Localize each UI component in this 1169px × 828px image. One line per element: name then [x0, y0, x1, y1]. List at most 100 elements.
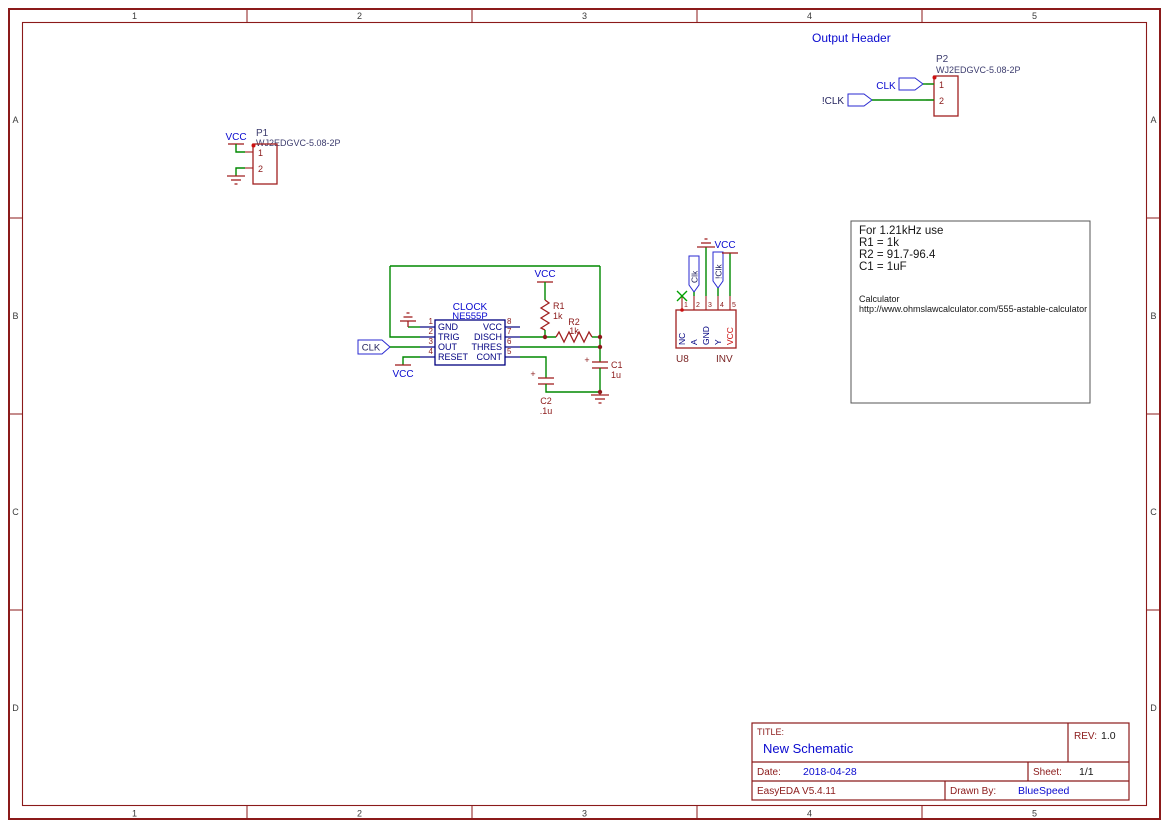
wire[interactable]: [235, 144, 245, 153]
timer-part[interactable]: NE555P: [452, 311, 487, 322]
sheet-value[interactable]: 1/1: [1079, 766, 1094, 778]
note-line[interactable]: R2 = 91.7-96.4: [859, 249, 936, 261]
frame-col-label: 2: [357, 11, 362, 21]
ground-symbol[interactable]: [400, 312, 416, 327]
vcc-label[interactable]: VCC: [392, 369, 413, 380]
wire[interactable]: [235, 167, 245, 176]
frame-col-label: 4: [807, 809, 812, 819]
connector-p1[interactable]: P1 WJ2EDGVC-5.08-2P 1 2: [245, 128, 341, 185]
net-label-clk[interactable]: CLK: [876, 81, 896, 92]
vcc-flag-timer[interactable]: VCC: [534, 269, 556, 283]
ground-symbol[interactable]: [697, 238, 715, 248]
ic-body: [434, 319, 506, 366]
vcc-flag-p1[interactable]: VCC: [225, 132, 247, 145]
pin-name: VCC: [725, 327, 735, 345]
sheet-frame: 1 2 3 4 5 1 2 3 4 5 A B C D A B C D: [8, 8, 1161, 820]
junction-dot: [542, 334, 548, 340]
vcc-label[interactable]: VCC: [534, 269, 555, 280]
note-calculator-url[interactable]: http://www.ohmslawcalculator.com/555-ast…: [859, 304, 1087, 314]
c2-value[interactable]: .1u: [540, 406, 553, 416]
output-header-label[interactable]: Output Header: [812, 31, 891, 45]
r2-value[interactable]: 1k: [569, 326, 579, 336]
pin-number: 5: [507, 347, 512, 356]
connector-p2[interactable]: P2 WJ2EDGVC-5.08-2P 1 2: [926, 54, 1021, 117]
note-line[interactable]: R1 = 1k: [859, 237, 899, 249]
pin-name: GND: [701, 326, 711, 345]
title-label: TITLE:: [757, 727, 784, 737]
inverter-ref[interactable]: U8: [676, 354, 689, 365]
net-label-nclk[interactable]: !Clk: [714, 264, 724, 279]
resistor-r1[interactable]: R1 1k: [539, 299, 565, 331]
capacitor-c1[interactable]: + C1 1u: [584, 355, 622, 380]
net-label-clk[interactable]: CLK: [362, 343, 381, 354]
pin-number: 7: [507, 327, 512, 336]
wire[interactable]: [389, 266, 420, 338]
p2-ref[interactable]: P2: [936, 54, 949, 65]
net-flag-shape[interactable]: [847, 93, 873, 107]
pin-name: DISCH: [474, 332, 502, 342]
note-calculator-label[interactable]: Calculator: [859, 294, 900, 304]
date-value[interactable]: 2018-04-28: [803, 766, 857, 778]
r1-value[interactable]: 1k: [553, 311, 563, 321]
frame-row-label: A: [12, 115, 18, 125]
title-block: TITLE: New Schematic REV: 1.0 Date: 2018…: [751, 722, 1130, 801]
frame-col-label: 5: [1032, 809, 1037, 819]
note-border: [850, 220, 1091, 404]
p1-body: [252, 143, 278, 185]
p2-pin2-number: 2: [939, 96, 944, 106]
timer-ic-ne555p[interactable]: CLOCK NE555P 1 2 3 4 GND TRIG OUT RESET …: [420, 302, 520, 366]
net-flag-shape[interactable]: [898, 77, 924, 91]
inverter-ic-u8[interactable]: 1 2 3 4 5 NC A GND Y VCC U8 INV: [675, 296, 737, 365]
resistor-r2[interactable]: R2 1k: [555, 317, 593, 344]
vcc-label[interactable]: VCC: [225, 132, 246, 143]
p1-ref[interactable]: P1: [256, 128, 269, 139]
ground-symbol[interactable]: [227, 175, 245, 185]
vcc-flag-inverter[interactable]: VCC: [714, 240, 738, 254]
p2-part[interactable]: WJ2EDGVC-5.08-2P: [936, 65, 1021, 75]
wire[interactable]: [520, 356, 547, 378]
p2-body: [933, 75, 959, 117]
c1-ref[interactable]: C1: [611, 360, 623, 370]
pin-name: CONT: [477, 352, 503, 362]
pin-number: 5: [732, 302, 736, 309]
drawn-by-value[interactable]: BlueSpeed: [1018, 785, 1070, 797]
r1-ref[interactable]: R1: [553, 301, 565, 311]
wire[interactable]: [545, 384, 600, 393]
p1-part[interactable]: WJ2EDGVC-5.08-2P: [256, 138, 341, 148]
net-flag-shape: [357, 339, 391, 355]
schematic-title[interactable]: New Schematic: [763, 741, 854, 756]
pin-name: NC: [677, 333, 687, 345]
note-line[interactable]: For 1.21kHz use: [859, 225, 943, 237]
net-flag-clk-inverter[interactable]: Clk: [688, 255, 700, 293]
pin-number: 6: [507, 337, 512, 346]
c1-value[interactable]: 1u: [611, 370, 621, 380]
net-label-clk[interactable]: Clk: [690, 270, 700, 283]
net-flag-nclk-inverter[interactable]: !Clk: [712, 251, 724, 289]
wire[interactable]: [402, 356, 420, 365]
c2-ref[interactable]: C2: [540, 396, 552, 406]
net-flag-clk-timer[interactable]: CLK: [357, 339, 391, 355]
origin-dot: [932, 75, 937, 80]
timer-name[interactable]: CLOCK: [453, 302, 488, 313]
note-line[interactable]: C1 = 1uF: [859, 261, 907, 273]
inverter-part[interactable]: INV: [716, 354, 733, 365]
net-flag-shape: [712, 251, 724, 289]
net-flag-clk-p2[interactable]: CLK: [876, 77, 924, 92]
pin-name: OUT: [438, 342, 458, 352]
net-label-nclk[interactable]: !CLK: [822, 96, 845, 107]
note-box[interactable]: For 1.21kHz use R1 = 1k R2 = 91.7-96.4 C…: [850, 220, 1091, 404]
frame-row-label: B: [12, 311, 18, 321]
frame-row-label: C: [12, 507, 19, 517]
origin-dot: [251, 143, 256, 148]
vcc-flag-reset[interactable]: VCC: [392, 364, 414, 380]
frame-col-label: 3: [582, 11, 587, 21]
rev-label: REV:: [1074, 731, 1097, 742]
r2-ref[interactable]: R2: [568, 317, 580, 327]
net-flag-nclk-p2[interactable]: !CLK: [822, 93, 873, 107]
ground-symbol[interactable]: [591, 392, 609, 404]
vcc-label[interactable]: VCC: [714, 240, 735, 251]
pin-number: 2: [696, 302, 700, 309]
resistor-symbol: [555, 330, 593, 344]
rev-value[interactable]: 1.0: [1101, 730, 1116, 742]
